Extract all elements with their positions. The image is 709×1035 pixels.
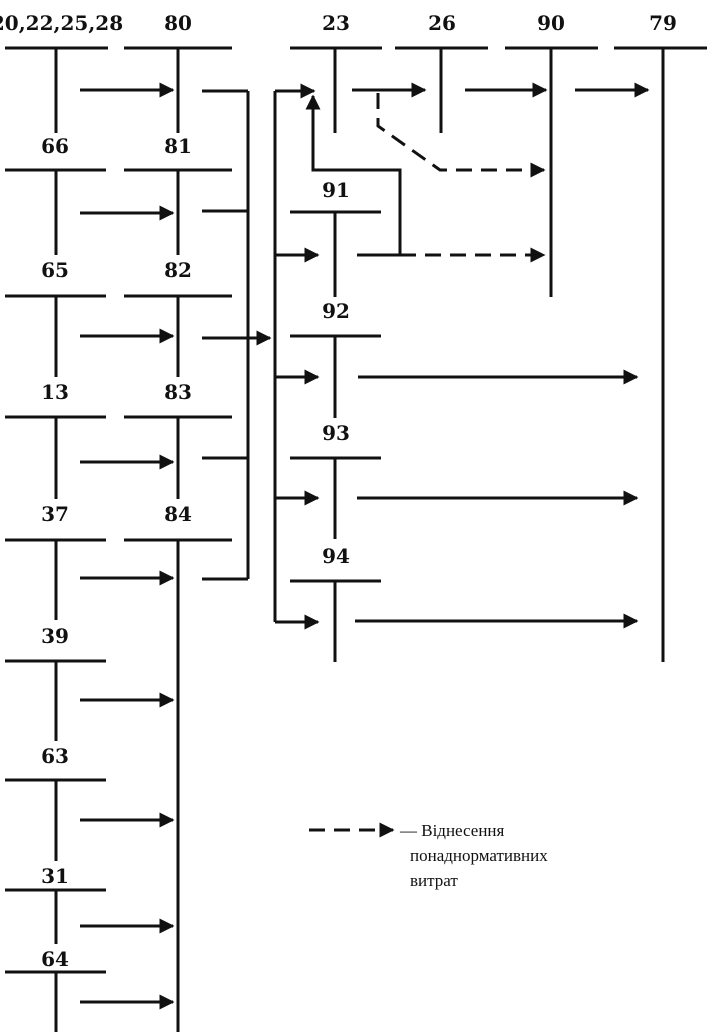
t-account-66 — [5, 168, 106, 255]
t-account-82 — [124, 294, 232, 377]
t-account-13 — [5, 415, 106, 499]
t-account-91 — [290, 210, 381, 297]
t-account-81 — [124, 168, 232, 255]
arrows-left-to-middle — [80, 82, 175, 1010]
label-account-20-22-25-28: 20,22,25,28 — [0, 11, 123, 35]
t-account-65 — [5, 294, 106, 377]
t-account-92 — [290, 334, 381, 418]
t-account-84 — [124, 538, 232, 1032]
label-account-93: 93 — [322, 421, 350, 445]
label-account-81: 81 — [164, 134, 192, 158]
t-account-90 — [505, 46, 598, 297]
dashed-arrow-23-to-90 — [376, 93, 546, 178]
legend-text-line2: понаднормативних — [410, 846, 548, 865]
distribution-bus — [273, 83, 320, 630]
label-account-26: 26 — [428, 11, 456, 35]
account-labels: 20,22,25,28 80 23 26 90 79 66 81 91 65 8… — [0, 11, 677, 971]
t-account-63 — [5, 778, 106, 861]
label-account-91: 91 — [322, 178, 350, 202]
t-account-20-22-25-28 — [5, 46, 108, 133]
label-account-83: 83 — [164, 380, 192, 404]
t-account-93 — [290, 456, 381, 539]
legend-text-line3: витрат — [410, 871, 458, 890]
t-account-37 — [5, 538, 106, 620]
label-account-84: 84 — [164, 502, 192, 526]
t-account-26 — [395, 46, 488, 133]
t-account-80 — [124, 46, 232, 133]
t-account-83 — [124, 415, 232, 499]
t-account-94 — [290, 579, 381, 662]
t-account-79 — [614, 46, 707, 662]
label-account-94: 94 — [322, 544, 350, 568]
t-accounts-middle-column — [124, 46, 232, 1032]
legend: — Віднесення понаднормативних витрат — [309, 821, 548, 890]
label-account-63: 63 — [41, 744, 69, 768]
label-account-31: 31 — [41, 864, 69, 888]
label-account-39: 39 — [41, 624, 69, 648]
label-account-66: 66 — [41, 134, 69, 158]
t-account-31 — [5, 888, 106, 944]
label-account-80: 80 — [164, 11, 192, 35]
t-accounts-left-column — [5, 46, 108, 1032]
label-account-64: 64 — [41, 947, 69, 971]
label-account-79: 79 — [649, 11, 677, 35]
t-account-39 — [5, 659, 106, 741]
t-account-23 — [290, 46, 382, 133]
label-account-13: 13 — [41, 380, 69, 404]
label-account-92: 92 — [322, 299, 350, 323]
label-account-37: 37 — [41, 502, 69, 526]
arrow-91-to-23 — [305, 94, 402, 255]
label-account-65: 65 — [41, 258, 69, 282]
t-account-64 — [5, 970, 106, 1032]
legend-text-line1: — Віднесення — [399, 821, 505, 840]
t-accounts-right-side — [290, 46, 707, 662]
right-side-flows — [305, 82, 650, 629]
label-account-82: 82 — [164, 258, 192, 282]
label-account-90: 90 — [537, 11, 565, 35]
label-account-23: 23 — [322, 11, 350, 35]
collector-bracket-80-84 — [202, 89, 272, 581]
